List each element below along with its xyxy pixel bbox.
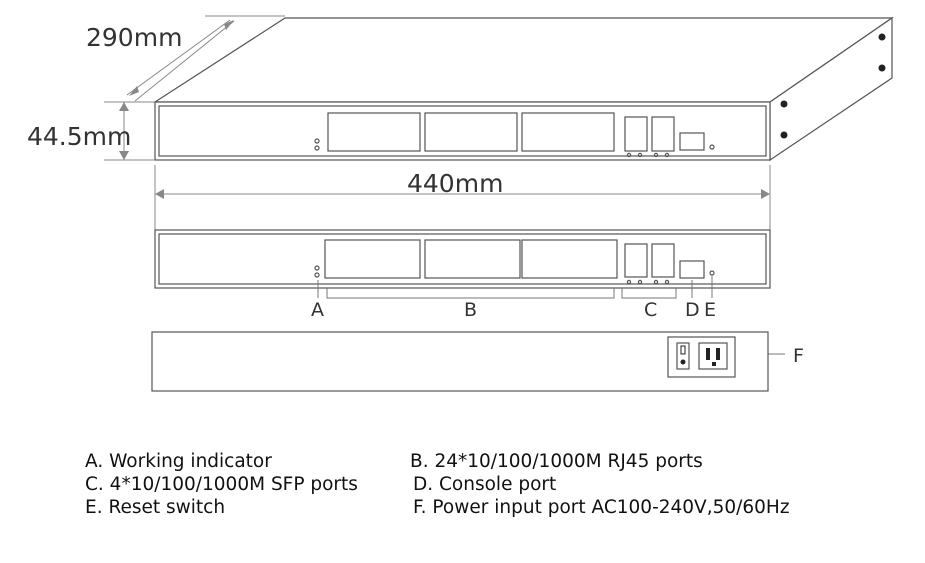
callout-c: C (644, 299, 657, 321)
legend-item-b: B. 24*10/100/1000M RJ45 ports (410, 451, 703, 472)
sfp-slot-1 (624, 116, 648, 152)
rj45-block-2 (424, 112, 518, 152)
led-2 (314, 145, 320, 151)
rj45-block-3 (521, 112, 615, 152)
power-socket (698, 342, 728, 370)
power-input-module (667, 336, 736, 378)
rear-panel (151, 331, 769, 392)
callout-f: F (793, 345, 804, 367)
depth-label: 290mm (86, 23, 182, 52)
rj45-group-3 (521, 239, 618, 279)
led-1 (314, 138, 320, 144)
legend-item-f: F. Power input port AC100-240V,50/60Hz (413, 497, 790, 518)
reset-switch-hole (709, 270, 715, 276)
chassis-top-surface (152, 17, 894, 103)
callout-a: A (311, 299, 324, 321)
power-socket-details (680, 345, 720, 366)
working-indicator-led-2 (314, 272, 320, 278)
rack-ear-screws (780, 33, 886, 139)
legend-item-c: C. 4*10/100/1000M SFP ports (85, 474, 358, 495)
legend-item-a: A. Working indicator (85, 451, 272, 472)
console-port (679, 132, 705, 151)
chassis-front-face (154, 101, 771, 161)
console-port-front (679, 260, 705, 279)
sfp-slot-b (651, 243, 675, 278)
rj45-block-1 (327, 112, 421, 152)
working-indicator-led-1 (314, 265, 320, 271)
front-panel (154, 229, 771, 289)
reset-hole (709, 144, 715, 150)
sfp-slot-2 (651, 116, 675, 152)
width-label: 440mm (407, 169, 503, 198)
callout-b: B (464, 299, 477, 321)
dimension-lines (104, 15, 771, 230)
height-label: 44.5mm (27, 122, 131, 151)
power-switch (676, 342, 690, 370)
chassis-3d (152, 16, 894, 162)
rj45-group-2 (424, 239, 521, 279)
front-inner-border (158, 105, 767, 157)
callout-d: D (685, 299, 700, 321)
legend-item-d: D. Console port (413, 474, 557, 495)
callout-e: E (704, 299, 716, 321)
dimension-arrows (119, 20, 770, 199)
sfp-slot-a (624, 243, 648, 278)
rj45-group-1 (324, 239, 421, 279)
legend-item-e: E. Reset switch (85, 497, 226, 518)
